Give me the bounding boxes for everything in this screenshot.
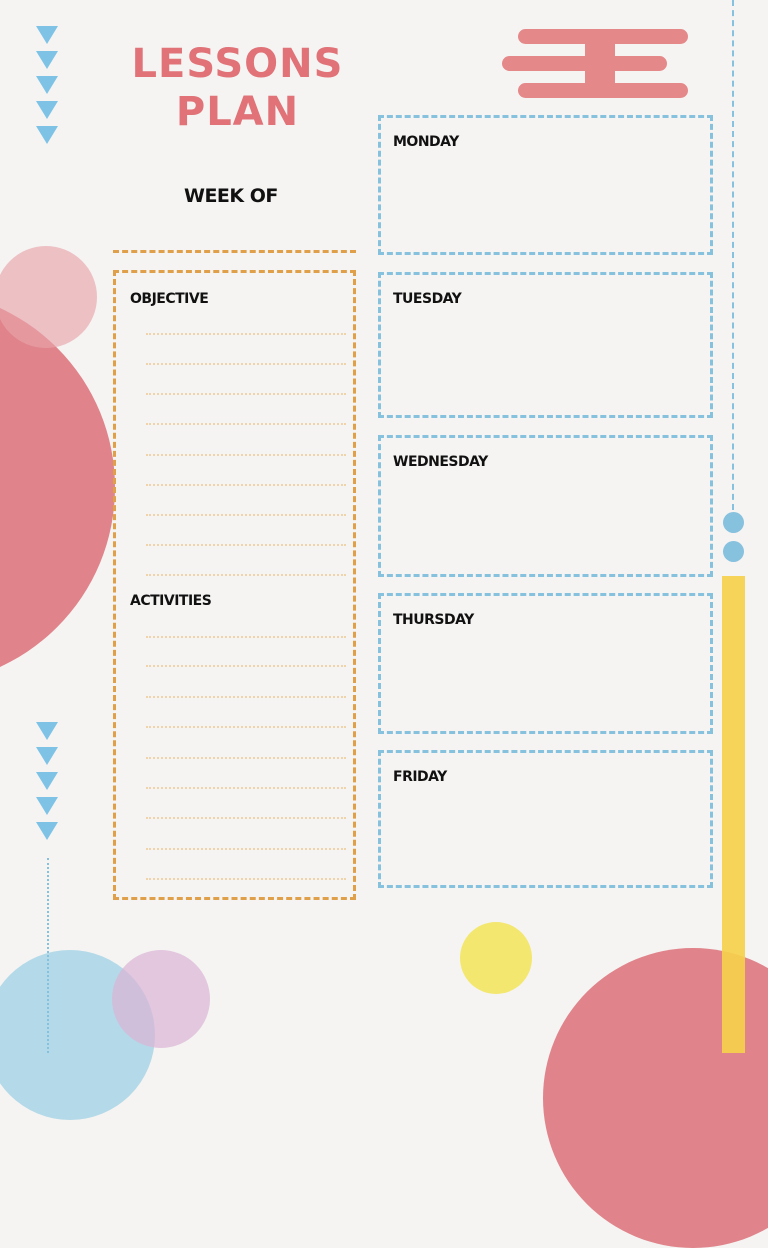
objective-line[interactable] — [146, 544, 346, 546]
page-title: LESSONS PLAN — [120, 40, 355, 136]
right-dashed-line — [732, 0, 734, 510]
day-label: MONDAY — [393, 134, 459, 150]
activities-line[interactable] — [146, 878, 346, 880]
objective-line[interactable] — [146, 574, 346, 576]
activities-line[interactable] — [146, 787, 346, 789]
triangle-arrows-top — [36, 26, 58, 151]
title-line-2: PLAN — [175, 89, 300, 135]
yellow-circle — [460, 922, 532, 994]
day-box-thursday[interactable]: THURSDAY — [378, 593, 713, 734]
blue-dot-1 — [723, 512, 744, 533]
day-label: FRIDAY — [393, 769, 447, 785]
objective-line[interactable] — [146, 333, 346, 335]
triangle-arrow-icon — [36, 722, 58, 740]
activities-line[interactable] — [146, 817, 346, 819]
left-dotted-line — [47, 858, 49, 1053]
objective-activities-box: OBJECTIVE ACTIVITIES — [113, 270, 356, 900]
yellow-bar — [722, 576, 745, 1053]
blue-dot-2 — [723, 541, 744, 562]
day-box-monday[interactable]: MONDAY — [378, 115, 713, 255]
cloud-stripe-icon — [500, 26, 690, 101]
triangle-arrow-icon — [36, 126, 58, 144]
week-of-label: WEEK OF — [184, 185, 278, 207]
activities-label: ACTIVITIES — [130, 593, 212, 609]
objective-line[interactable] — [146, 363, 346, 365]
activities-line[interactable] — [146, 848, 346, 850]
activities-line[interactable] — [146, 726, 346, 728]
lilac-circle-bottom — [112, 950, 210, 1048]
day-label: THURSDAY — [393, 612, 474, 628]
day-box-friday[interactable]: FRIDAY — [378, 750, 713, 888]
objective-line[interactable] — [146, 484, 346, 486]
objective-line[interactable] — [146, 514, 346, 516]
activities-line[interactable] — [146, 665, 346, 667]
day-label: WEDNESDAY — [393, 454, 488, 470]
activities-line[interactable] — [146, 757, 346, 759]
triangle-arrow-icon — [36, 797, 58, 815]
day-box-tuesday[interactable]: TUESDAY — [378, 272, 713, 418]
triangle-arrow-icon — [36, 747, 58, 765]
triangle-arrow-icon — [36, 51, 58, 69]
objective-line[interactable] — [146, 454, 346, 456]
triangle-arrow-icon — [36, 26, 58, 44]
objective-line[interactable] — [146, 393, 346, 395]
pink-circle-left — [0, 246, 97, 348]
week-of-underline[interactable] — [113, 250, 356, 253]
triangle-arrow-icon — [36, 772, 58, 790]
day-label: TUESDAY — [393, 291, 462, 307]
title-line-1: LESSONS — [131, 41, 344, 87]
day-box-wednesday[interactable]: WEDNESDAY — [378, 435, 713, 577]
red-half-circle-left — [0, 290, 115, 685]
triangle-arrow-icon — [36, 76, 58, 94]
activities-line[interactable] — [146, 636, 346, 638]
triangle-arrow-icon — [36, 101, 58, 119]
triangle-arrows-bottom — [36, 722, 58, 847]
triangle-arrow-icon — [36, 822, 58, 840]
activities-line[interactable] — [146, 696, 346, 698]
objective-line[interactable] — [146, 423, 346, 425]
objective-label: OBJECTIVE — [130, 291, 209, 307]
